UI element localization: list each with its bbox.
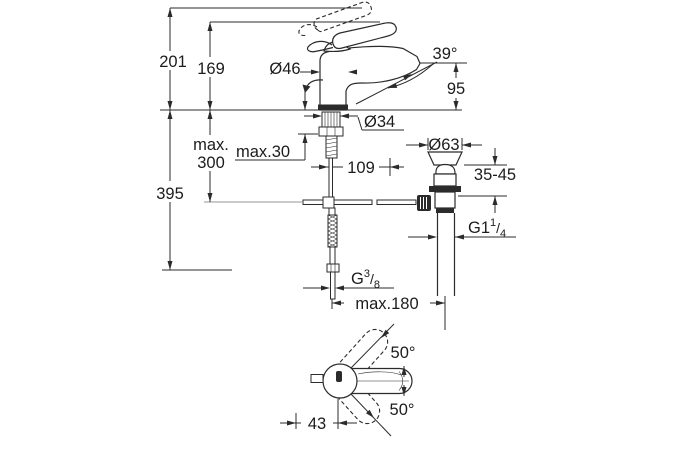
popup-cross-joint — [322, 196, 335, 209]
dim-label-43: 43 — [308, 415, 326, 433]
drain-tailpipe — [436, 213, 456, 296]
dim-label-g1-1-4: G11/4 — [468, 217, 506, 240]
pivot-center-mark — [336, 371, 342, 382]
drain-body-lower — [434, 191, 456, 209]
base-gasket — [318, 104, 348, 111]
label-backings — [151, 51, 469, 312]
drain-body-upper — [433, 173, 457, 187]
dim-label-39deg: 39° — [433, 45, 458, 63]
hose-end-tube — [330, 271, 336, 300]
dim-label-dia34: Ø34 — [364, 113, 395, 131]
dim-43-group: 43 — [280, 399, 357, 433]
handle-side-tab — [310, 374, 324, 383]
dim-label-dia63: Ø63 — [428, 136, 459, 154]
dim-label-max180: max.180 — [355, 295, 418, 313]
handle-lever-solid — [332, 22, 397, 50]
faucet-body-spout — [319, 45, 421, 111]
dim-label-109: 109 — [347, 159, 375, 177]
arrowheads — [167, 8, 498, 306]
dim-label-201: 201 — [159, 53, 187, 71]
dim-label-35-45: 35-45 — [474, 166, 516, 184]
handle-motion-arrowhead — [302, 84, 311, 93]
dim-label-max300-line1: max. — [193, 136, 229, 154]
supply-hose-group — [326, 207, 340, 300]
top-view: 50° 50° 43 — [280, 323, 416, 437]
handle-top-view — [310, 328, 413, 425]
dim-label-dia46: Ø46 — [269, 60, 300, 78]
handle-front-hook — [306, 40, 334, 53]
dim-label-169: 169 — [197, 60, 225, 78]
side-view: 201 169 Ø46 39° 95 Ø34 max.30 max. 300 1… — [151, 1, 516, 330]
dim-label-g3-8: G3/8 — [351, 268, 380, 291]
mounting-shank-group — [318, 111, 344, 159]
drain-dome — [435, 163, 456, 175]
dimension-labels: 201 169 Ø46 39° 95 Ø34 max.30 max. 300 1… — [156, 45, 516, 313]
dim-label-395: 395 — [156, 185, 184, 203]
faucet-body-group — [298, 1, 421, 111]
dim-label-95: 95 — [447, 80, 465, 98]
dim-label-50deg-down: 50° — [390, 401, 415, 419]
dim-label-max300-line2: 300 — [197, 154, 225, 172]
drain-flange — [427, 151, 463, 166]
popup-rod-group — [302, 157, 417, 209]
dim-label-max30: max.30 — [236, 143, 290, 161]
hose-nut — [326, 263, 340, 273]
handle-raised-dashed — [313, 1, 372, 33]
drain-seal — [429, 186, 461, 192]
handle-raised-hook-dashed — [298, 24, 318, 37]
drain-ring — [436, 208, 454, 213]
swivel-dimensions: 50° 50° — [350, 323, 416, 437]
dim-label-50deg-up: 50° — [391, 344, 416, 362]
mounting-nut — [318, 126, 344, 137]
drain-assembly-group — [417, 151, 463, 296]
